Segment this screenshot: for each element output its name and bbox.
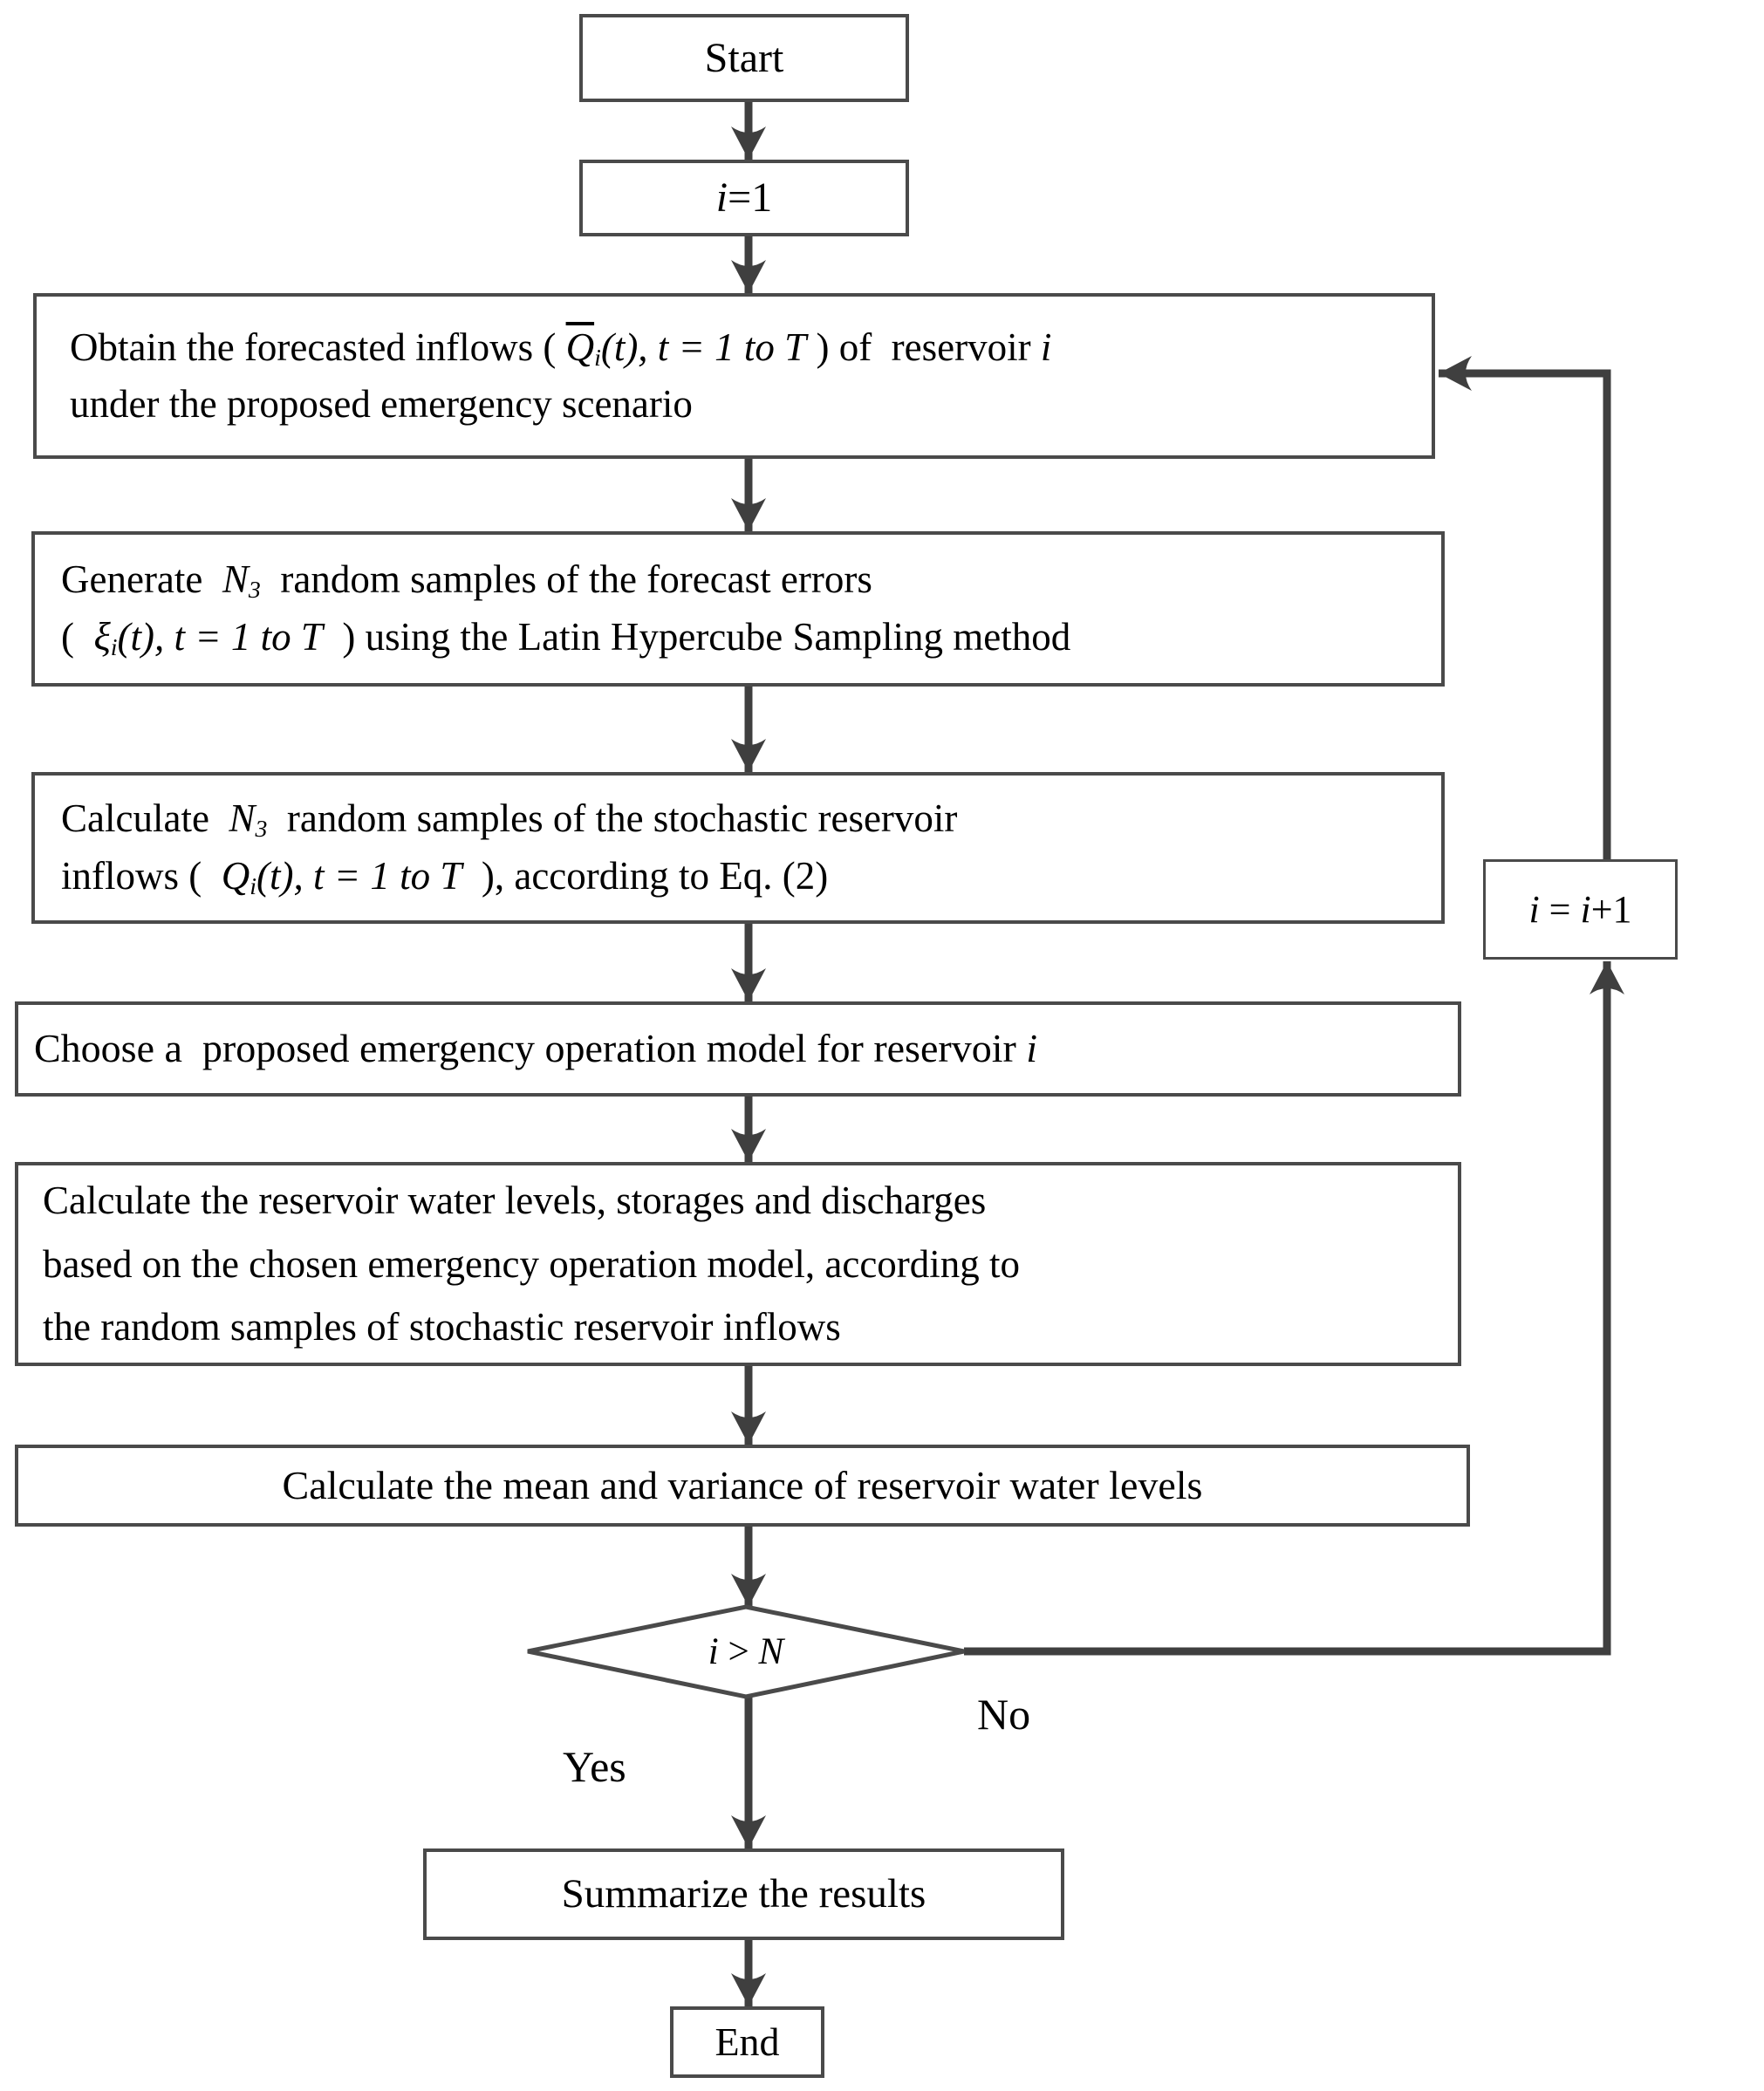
decision-i-greater-than-n: i > N [528,1607,964,1697]
seg: Generate [61,557,222,602]
seg: i [250,873,256,901]
node-obtain-forecasted-inflows: Obtain the forecasted inflows ( Qi(t), t… [33,293,1435,459]
seg: End [714,2019,780,2064]
node-increment-i: i = i+1 [1483,859,1678,960]
seg: Choose a proposed emergency operation mo… [34,1026,1027,1071]
seg: Q [565,325,595,369]
text-line: ( ξi(t), t = 1 to T ) using the Latin Hy… [61,609,1419,666]
seg: based on the chosen emergency operation … [43,1241,1021,1286]
node-calc-inflow-samples: Calculate N3 random samples of the stoch… [31,772,1445,924]
seg: Obtain the forecasted inflows ( [70,325,566,369]
text-line: inflows ( Qi(t), t = 1 to T ), according… [61,848,1419,905]
node-calc-mean-variance: Calculate the mean and variance of reser… [15,1445,1470,1527]
seg: Calculate the reservoir water levels, st… [43,1178,987,1222]
node-start: Start [579,14,909,102]
seg: Calculate the mean and variance of reser… [282,1462,1203,1507]
seg: ) of reservoir [806,325,1041,369]
label-no: No [977,1689,1030,1739]
seg: (t), t = 1 to T [117,615,323,659]
loop-increment-to-obtain [1439,356,1611,859]
seg: i [708,1631,719,1672]
node-end: End [670,2006,824,2078]
seg: =1 [728,174,773,222]
seg: i [110,634,118,662]
text-line: Start [583,28,906,89]
text-line: based on the chosen emergency operation … [43,1233,1440,1296]
node-summarize-results: Summarize the results [423,1848,1064,1940]
seg: i [1026,1026,1038,1071]
node-init-i-equals-1: i=1 [579,160,909,236]
label-yes: Yes [563,1741,626,1792]
seg: N [222,557,249,602]
seg: i [594,344,601,372]
decision-diamond [527,1604,965,1699]
text-line: Calculate the reservoir water levels, st… [43,1169,1440,1233]
seg: Q [221,854,250,898]
text-line: the random samples of stochastic reservo… [43,1295,1440,1359]
seg: under the proposed emergency scenario [70,382,693,427]
seg: i [1528,887,1540,931]
text-line: Choose a proposed emergency operation mo… [34,1020,1449,1078]
seg: (t), t = 1 to T [600,325,807,369]
seg: i [1580,887,1591,931]
seg: ξ [93,615,111,659]
seg: 3 [248,577,261,605]
seg: random samples of the forecast errors [260,557,872,602]
seg: No [977,1690,1031,1739]
seg: N [758,1631,784,1672]
text-line: End [673,2013,821,2072]
seg: > [718,1631,759,1672]
seg: = [1539,887,1581,931]
seg: Summarize the results [561,1871,926,1917]
seg: the random samples of stochastic reservo… [43,1305,841,1350]
seg: ) using the Latin Hypercube Sampling met… [322,615,1071,659]
text-line: under the proposed emergency scenario [70,376,1409,433]
seg: N [229,796,256,841]
text-line: i = i+1 [1486,882,1675,938]
seg: Yes [563,1742,626,1791]
text-line: i=1 [583,167,906,229]
seg: i [715,174,728,222]
node-choose-operation-model: Choose a proposed emergency operation mo… [15,1001,1461,1097]
seg: ( [61,615,94,659]
text-line: Calculate the mean and variance of reser… [18,1457,1467,1515]
seg: random samples of the stochastic reservo… [267,796,958,841]
text-line: Obtain the forecasted inflows ( Qi(t), t… [70,319,1409,377]
text-line: Calculate N3 random samples of the stoch… [61,790,1419,848]
text-line: Generate N3 random samples of the foreca… [61,551,1419,609]
seg: +1 [1590,887,1632,931]
seg: inflows ( [61,854,222,898]
text-line: Summarize the results [427,1864,1061,1924]
seg: 3 [255,816,268,844]
seg: Calculate [61,796,229,841]
node-generate-error-samples: Generate N3 random samples of the foreca… [31,531,1445,687]
seg: Start [704,34,784,81]
seg: ), according to Eq. (2) [462,854,829,898]
text-line: i > N [708,1630,783,1673]
seg: (t), t = 1 to T [256,854,462,898]
node-calc-water-levels: Calculate the reservoir water levels, st… [15,1162,1461,1366]
seg: i [1040,325,1052,369]
loop-no-to-increment [964,961,1624,1656]
